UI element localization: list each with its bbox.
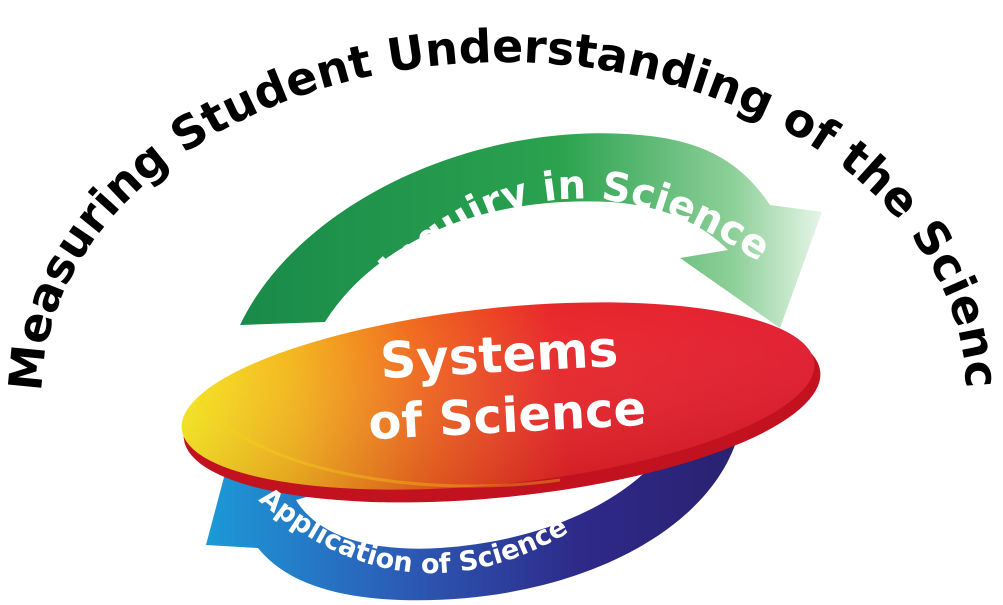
application-arrow	[206, 432, 735, 601]
center-line-1: Systems	[379, 320, 620, 390]
inquiry-arrow	[240, 133, 822, 328]
systems-ellipse	[181, 302, 821, 503]
